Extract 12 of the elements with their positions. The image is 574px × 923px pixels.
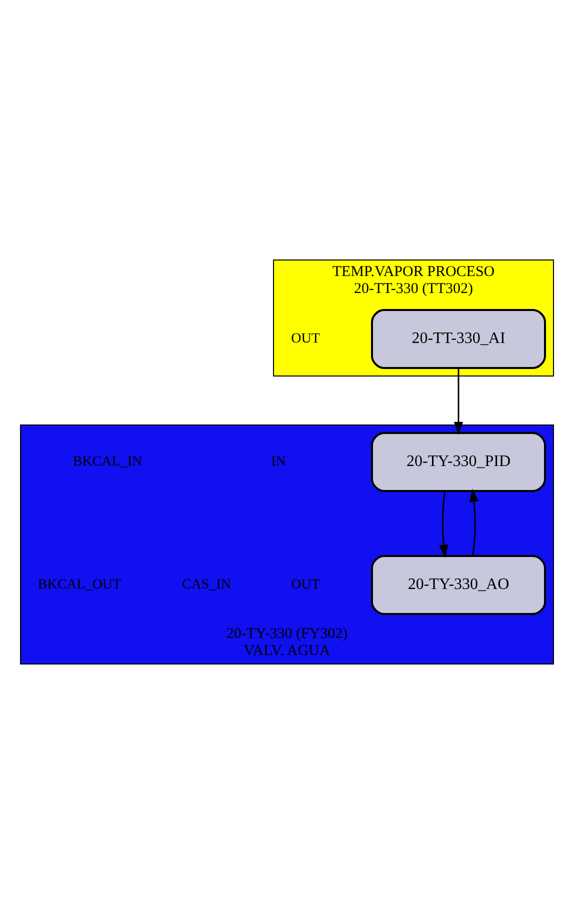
arrow [454,368,464,434]
label: BKCAL_IN [72,454,142,470]
arrow [439,490,448,558]
node-box: 20-TY-330_AO [371,554,546,614]
label: OUT [291,331,320,346]
node-box: 20-TT-330_AI [371,308,546,368]
label: CAS_IN [182,577,232,592]
label: OUT [291,577,320,592]
node-box: 20-TY-330_PID [371,432,546,492]
label: BKCAL_OUT [38,577,122,592]
label: IN [271,454,286,470]
arrow [470,488,479,556]
